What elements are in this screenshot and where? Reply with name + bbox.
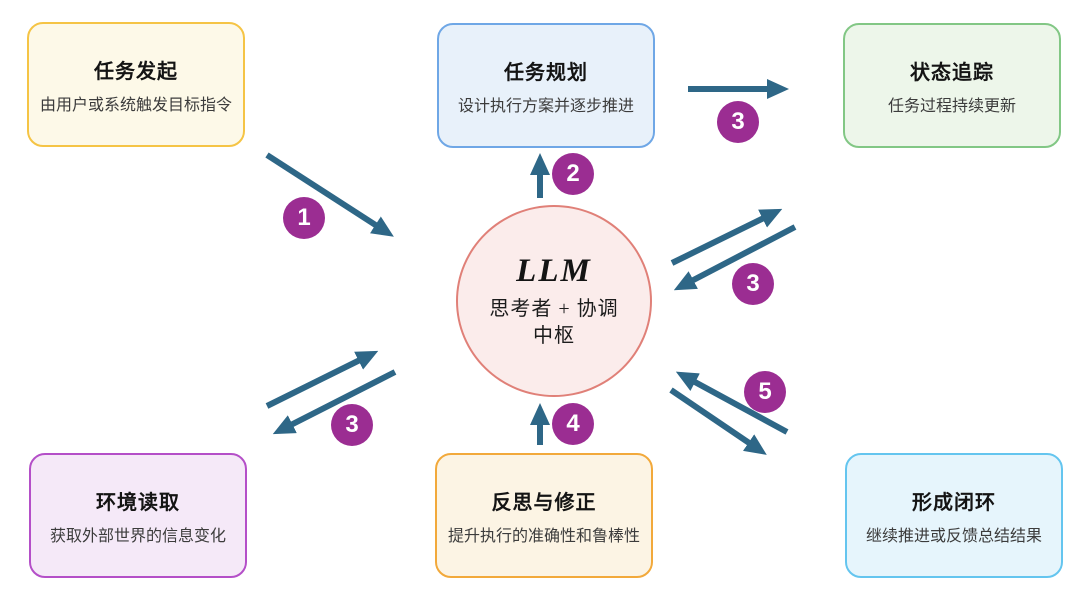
arrow-task-initiation-to-llm [265, 152, 394, 237]
node-environment-reading: 环境读取 获取外部世界的信息变化 [29, 453, 247, 578]
node-subtitle: 提升执行的准确性和鲁棒性 [447, 527, 640, 545]
llm-role-line1: 思考者 + 协调 [489, 297, 619, 320]
node-title: 任务发起 [94, 60, 178, 83]
node-closed-loop: 形成闭环 继续推进或反馈总结结果 [845, 453, 1063, 578]
step-badge-4: 4 [552, 403, 594, 445]
arrow-llm-to-closedloop [669, 387, 767, 455]
node-task-planning: 任务规划 设计执行方案并逐步推进 [437, 23, 655, 148]
node-subtitle: 获取外部世界的信息变化 [49, 527, 226, 545]
node-subtitle: 继续推进或反馈总结结果 [865, 527, 1042, 545]
node-title: 形成闭环 [912, 491, 996, 514]
llm-role-line2: 中枢 [533, 324, 575, 347]
node-subtitle: 任务过程持续更新 [887, 97, 1016, 115]
node-task-initiation: 任务发起 由用户或系统触发目标指令 [27, 22, 245, 147]
step-badge-5: 5 [744, 371, 786, 413]
node-title: 任务规划 [504, 61, 588, 84]
node-title: 环境读取 [96, 491, 180, 514]
node-llm-hub: LLM 思考者 + 协调 中枢 [456, 205, 652, 397]
step-badge-1: 1 [283, 197, 325, 239]
arrow-llm-to-tracking [670, 208, 783, 266]
arrow-environment-to-llm [265, 350, 379, 409]
node-subtitle: 由用户或系统触发目标指令 [39, 96, 232, 114]
node-status-tracking: 状态追踪 任务过程持续更新 [843, 23, 1061, 148]
step-badge-3-top: 3 [717, 101, 759, 143]
step-badge-3-left: 3 [331, 404, 373, 446]
arrow-tracking-to-llm [673, 224, 797, 291]
node-subtitle: 设计执行方案并逐步推进 [457, 97, 634, 115]
arrow-llm-to-environment [272, 369, 397, 435]
node-title: 状态追踪 [910, 61, 994, 84]
step-badge-3-right: 3 [732, 263, 774, 305]
node-title: 反思与修正 [491, 491, 597, 514]
arrow-closedloop-to-llm [675, 371, 789, 435]
step-badge-2: 2 [552, 153, 594, 195]
node-reflection-correction: 反思与修正 提升执行的准确性和鲁棒性 [435, 453, 653, 578]
llm-title: LLM [516, 252, 592, 289]
